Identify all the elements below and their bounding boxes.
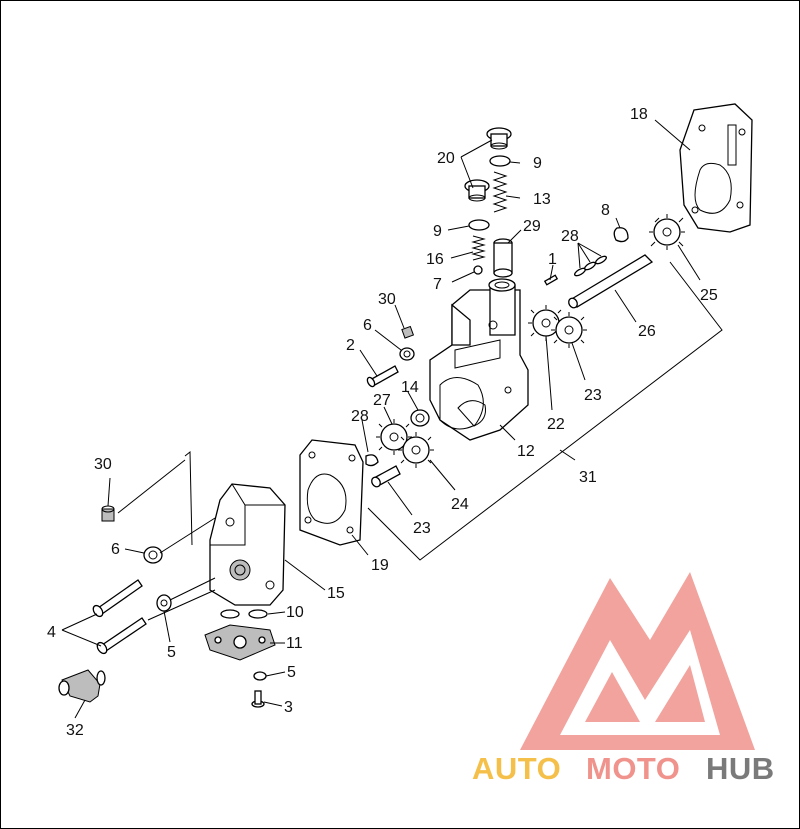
callout-4: 4 [47,624,56,641]
watermark-logo [520,572,755,750]
part-29-sleeve [493,238,513,278]
part-26-shaft [568,254,654,309]
callout-21: 23 [584,387,602,404]
callout-29: 29 [523,218,541,235]
callout-3: 3 [284,699,293,716]
callout-24: 27 [373,392,391,409]
callout-9-upper: 9 [533,155,542,172]
part-7-ball [473,265,483,275]
part-9-oring-lower [468,219,490,231]
part-12-pump-body [429,278,529,441]
callout-12: 12 [517,443,535,460]
callout-27: 28 [561,228,579,245]
part-6-washer-upper [399,347,415,361]
callout-10: 10 [286,604,304,621]
callout-23: 23 [413,520,431,537]
part-15-cover [209,483,286,606]
part-8-clip [613,227,629,243]
callout-25: 25 [700,287,718,304]
callout-labels: 18 20 9 13 8 9 29 28 16 1 7 25 30 6 26 2… [47,106,718,739]
part-14-ring [410,409,430,427]
callout-16: 16 [426,251,444,268]
callout-1: 1 [548,251,557,268]
part-13-spring [492,171,508,213]
part-17-plug-lower [464,179,490,202]
part-30-plug-upper [401,325,415,339]
callout-11: 11 [286,635,303,652]
watermark-text-auto: AUTO [472,751,561,786]
callout-26: 26 [638,323,656,340]
part-2-screw [366,365,399,388]
part-9-oring-upper [489,155,511,167]
callout-31: 31 [579,469,597,486]
callout-22: 24 [451,496,469,513]
callout-5-left: 5 [167,644,176,661]
part-4-bolt-lower [96,617,147,655]
part-21-gear [551,312,587,348]
part-23-pin [371,465,401,488]
part-5-washer-left [156,594,172,612]
callout-15: 15 [327,585,345,602]
part-11-flange [204,624,276,661]
watermark-text-hub: HUB [706,751,775,786]
part-6-washer-lower [143,546,163,564]
part-32-elbow [58,669,106,703]
part-3-screw [251,690,265,708]
watermark-text-moto: MOTO [586,751,680,786]
callout-28: 28 [351,408,369,425]
part-25-gear [649,214,685,250]
callout-30-upper: 30 [378,291,396,308]
part-27-keys [574,255,607,277]
callout-8: 8 [601,202,610,219]
part-18-gasket [679,103,753,233]
callout-7: 7 [433,276,442,293]
callout-6-upper: 6 [363,317,372,334]
callout-6-lower: 6 [111,541,120,558]
callout-17: 20 [437,150,455,167]
part-16-spring [471,235,486,261]
callout-32: 32 [66,722,84,739]
callout-18: 18 [630,106,648,123]
part-30-plug-lower [101,505,115,522]
callout-5-bottom: 5 [287,664,296,681]
leader-lines [61,119,723,719]
callout-20: 22 [547,416,565,433]
callout-19: 19 [371,557,389,574]
callout-14: 14 [401,379,419,396]
part-10-orings [220,609,268,619]
part-5-washer-bottom [253,671,267,681]
part-22-gear [398,432,434,468]
callout-30-lower: 30 [94,456,112,473]
part-4-bolt-upper [92,579,143,618]
part-19-gasket [299,439,364,546]
callout-13: 13 [533,191,551,208]
callout-9-lower: 9 [433,223,442,240]
callout-2: 2 [346,337,355,354]
part-28-clip [365,454,379,467]
part-17-plug-upper [486,127,512,150]
